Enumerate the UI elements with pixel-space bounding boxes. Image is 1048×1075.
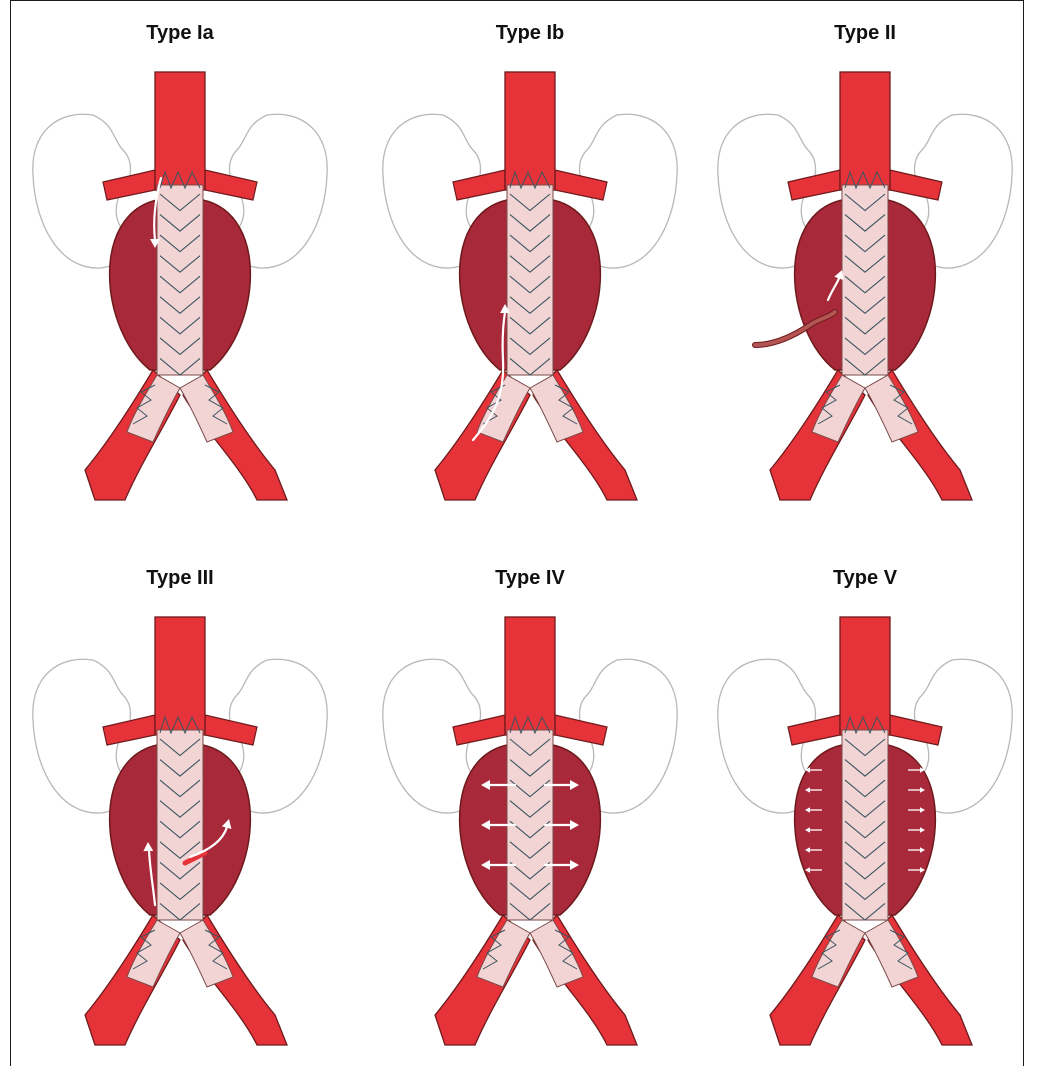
aorta-neck (840, 617, 890, 735)
anatomy-group (33, 72, 327, 500)
aorta-neck (840, 72, 890, 190)
right-renal-artery (555, 170, 607, 200)
stent-graft-illustration (365, 545, 695, 1075)
aorta-neck (505, 72, 555, 190)
right-renal-artery (890, 715, 942, 745)
anatomy-group (33, 617, 327, 1045)
left-renal-artery (788, 715, 840, 745)
stent-graft-illustration (15, 545, 345, 1075)
left-renal-artery (453, 715, 505, 745)
left-renal-artery (788, 170, 840, 200)
panel-type-ia: Type Ia (15, 0, 345, 530)
stent-graft-illustration (700, 545, 1030, 1075)
anatomy-group (383, 72, 677, 500)
stent-graft-illustration (15, 0, 345, 530)
right-renal-artery (555, 715, 607, 745)
anatomy-group (718, 617, 1012, 1045)
panel-type-v: Type V (700, 545, 1030, 1075)
anatomy-group (383, 617, 677, 1045)
anatomy-group (718, 72, 1012, 500)
left-renal-artery (103, 170, 155, 200)
right-renal-artery (205, 170, 257, 200)
right-renal-artery (890, 170, 942, 200)
panel-type-iv: Type IV (365, 545, 695, 1075)
aorta-neck (155, 617, 205, 735)
panel-type-ib: Type Ib (365, 0, 695, 530)
panel-type-iii: Type III (15, 545, 345, 1075)
aorta-neck (505, 617, 555, 735)
aorta-neck (155, 72, 205, 190)
stent-graft-illustration (700, 0, 1030, 530)
left-renal-artery (103, 715, 155, 745)
right-renal-artery (205, 715, 257, 745)
stent-graft-illustration (365, 0, 695, 530)
left-renal-artery (453, 170, 505, 200)
panel-type-ii: Type II (700, 0, 1030, 530)
